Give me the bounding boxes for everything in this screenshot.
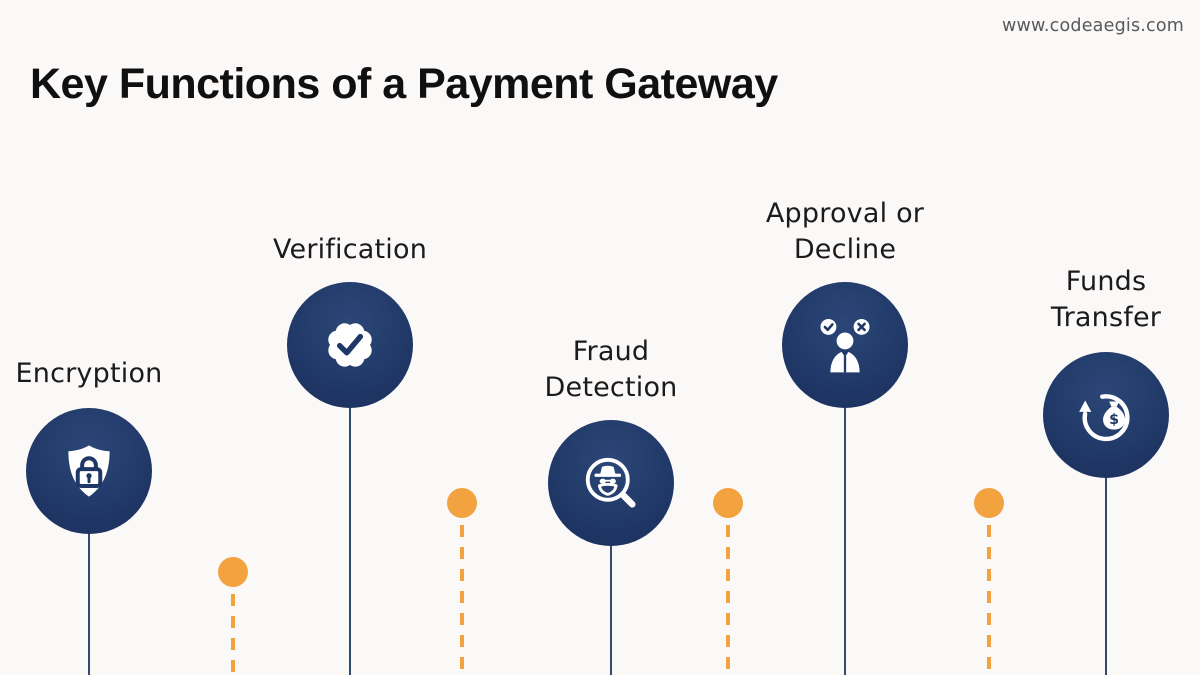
function-label-funds-transfer: Funds Transfer <box>1050 266 1162 333</box>
website-url: www.codeaegis.com <box>1001 16 1184 36</box>
connector-line <box>349 345 351 675</box>
dashed-line <box>726 525 730 675</box>
function-label-approval-decline: Approval or Decline <box>765 198 925 265</box>
function-label-verification: Verification <box>272 234 428 265</box>
connector-dot <box>713 488 743 518</box>
user-approve-decline-icon <box>782 282 908 408</box>
connector-line <box>88 471 90 675</box>
dashed-line <box>987 525 991 675</box>
shield-lock-icon <box>26 408 152 534</box>
verified-badge-icon <box>287 282 413 408</box>
svg-text:$: $ <box>1109 412 1119 428</box>
function-label-fraud-detection: Fraud Detection <box>544 336 678 403</box>
page-title: Key Functions of a Payment Gateway <box>30 60 778 108</box>
spy-magnifier-icon <box>548 420 674 546</box>
dashed-line <box>460 525 464 675</box>
connector-line <box>1105 415 1107 675</box>
connector-line <box>610 483 612 675</box>
connector-dot <box>447 488 477 518</box>
connector-line <box>844 345 846 675</box>
connector-dot <box>974 488 1004 518</box>
connector-dot <box>218 557 248 587</box>
money-bag-transfer-icon: $ <box>1043 352 1169 478</box>
function-label-encryption: Encryption <box>15 358 163 389</box>
dashed-line <box>231 594 235 675</box>
